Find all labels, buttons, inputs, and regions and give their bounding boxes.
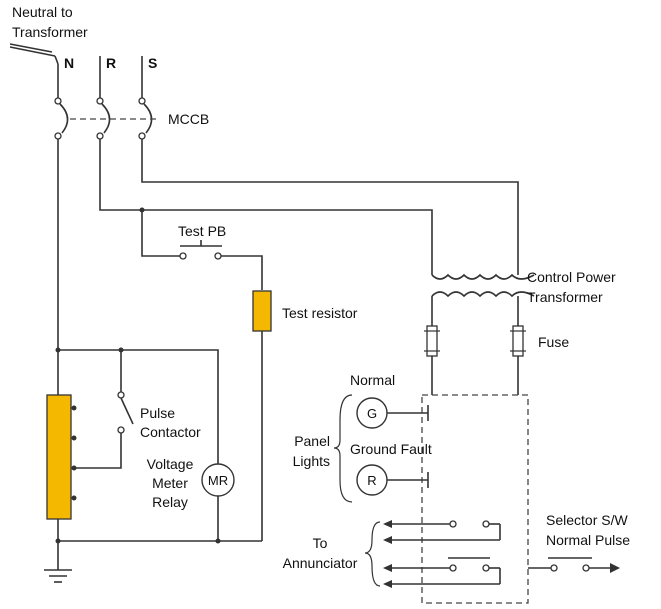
cpt-label-line1: Control Power	[527, 269, 616, 285]
test-pb-switch	[179, 240, 222, 260]
phase-r-label: R	[106, 55, 116, 71]
fuse-left	[424, 325, 440, 357]
green-light: G	[356, 397, 429, 429]
voltage-meter-relay-label-line3: Relay	[152, 494, 188, 510]
annunciator-contact-lower	[383, 557, 501, 588]
neutral-feed	[9, 43, 59, 65]
fuse-label: Fuse	[538, 334, 569, 350]
selector-label-line1: Selector S/W	[546, 512, 628, 528]
annunciator-brace	[364, 521, 381, 587]
mccb-label: MCCB	[168, 111, 209, 127]
r-line	[99, 139, 433, 275]
test-resistor	[252, 290, 272, 332]
pulse-contactor-label-line2: Contactor	[140, 424, 201, 440]
voltage-meter-relay-label-line1: Voltage	[147, 456, 194, 472]
annunciator-label-line2: Annunciator	[283, 555, 358, 571]
test-pb-wire-right	[221, 255, 263, 290]
cpt-label-line2: Transformer	[527, 289, 603, 305]
test-pb-wire-left	[141, 210, 180, 257]
red-light: R	[356, 464, 429, 496]
meter-relay-symbol: MR	[208, 473, 228, 488]
phase-s-label: S	[148, 55, 157, 71]
voltage-meter-relay-label-line2: Meter	[152, 475, 188, 491]
s-line	[141, 139, 519, 275]
pulse-contactor-label-line1: Pulse	[140, 405, 175, 421]
test-resistor-label: Test resistor	[282, 305, 358, 321]
control-box	[421, 394, 529, 604]
normal-label: Normal	[350, 372, 395, 388]
panel-lights-brace	[333, 394, 353, 503]
phase-n-label: N	[64, 55, 74, 71]
green-light-symbol: G	[367, 406, 377, 421]
grounding-resistor	[46, 394, 72, 520]
annunciator-label-line1: To	[313, 535, 328, 551]
test-pb-label: Test PB	[178, 223, 226, 239]
pulse-contactor	[74, 350, 134, 469]
ground-icon	[44, 569, 72, 583]
selector-label-line2: Normal Pulse	[546, 532, 630, 548]
fuse-right	[510, 325, 526, 357]
meter-top-wire	[58, 349, 219, 464]
voltage-meter-relay: MR	[201, 463, 235, 541]
panel-lights-label-line2: Lights	[293, 453, 330, 469]
neutral-label-line2: Transformer	[12, 24, 88, 40]
annunciator-contact-upper	[383, 520, 501, 544]
red-light-symbol: R	[367, 473, 376, 488]
ground-fault-label: Ground Fault	[350, 441, 432, 457]
control-power-transformer	[431, 273, 535, 298]
neutral-label-line1: Neutral to	[12, 4, 73, 20]
panel-lights-label-line1: Panel	[294, 433, 330, 449]
selector-switch	[528, 557, 620, 573]
mccb-breaker	[54, 97, 156, 140]
